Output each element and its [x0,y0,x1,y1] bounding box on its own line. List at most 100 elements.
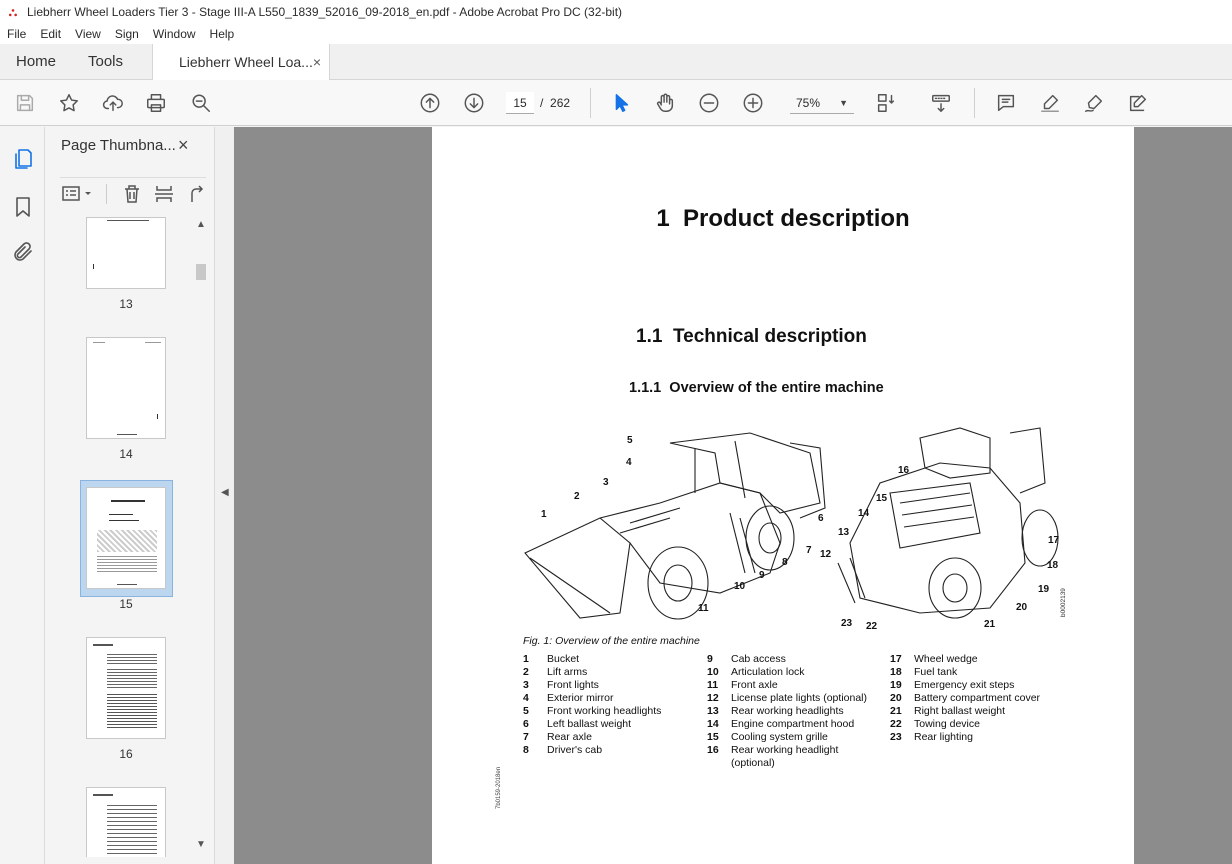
thumbnail-page-16[interactable] [86,637,166,739]
thumbnail-list: 13 14 15 16 [46,217,196,857]
scroll-up-icon[interactable]: ▲ [196,219,206,230]
close-panel-icon[interactable]: × [178,135,189,155]
heading-1-1: 1.1 Technical description [636,326,867,347]
menu-window[interactable]: Window [152,27,196,41]
scroll-mode-icon[interactable] [929,91,953,115]
callout-23: 23 [841,618,853,629]
legend-number: 13 [707,705,719,717]
tab-document-label: Liebherr Wheel Loa... [179,54,313,70]
legend-text: Wheel wedge [914,653,978,665]
callout-1: 1 [541,509,547,520]
zoom-select[interactable]: 75% ▼ [790,92,854,114]
attachment-icon[interactable] [11,240,35,264]
legend-text: Front working headlights [547,705,662,717]
bookmark-icon[interactable] [11,195,35,219]
callout-5: 5 [627,435,633,446]
print-icon[interactable] [144,91,168,115]
menu-bar: File Edit View Sign Window Help [0,24,1232,44]
zoom-out-icon[interactable] [697,91,721,115]
collapse-panel-icon[interactable]: ◀ [221,487,229,498]
document-viewport[interactable]: 1 Product description 1.1 Technical desc… [234,127,1232,864]
scroll-down-icon[interactable]: ▼ [196,839,206,850]
legend-number: 3 [523,679,529,691]
previous-page-icon[interactable] [418,91,442,115]
zoom-in-icon[interactable] [741,91,765,115]
callout-22: 22 [866,621,878,632]
legend-number: 2 [523,666,529,678]
next-page-icon[interactable] [462,91,486,115]
tab-tools[interactable]: Tools [88,53,124,70]
tab-document[interactable]: Liebherr Wheel Loa... × [152,44,330,81]
delete-page-icon[interactable] [122,184,142,204]
rotate-page-icon[interactable] [186,184,206,204]
legend-text: Cooling system grille [731,731,828,743]
page-count: 262 [550,96,571,110]
select-cursor-icon[interactable] [609,91,633,115]
toolbar-divider [590,88,591,118]
menu-help[interactable]: Help [209,27,235,41]
page-number-input[interactable]: 15 [506,92,534,114]
panel-splitter[interactable]: ◀ [214,127,234,864]
page-thumbnails-icon[interactable] [11,147,35,171]
hand-tool-icon[interactable] [653,91,677,115]
page-layout-icon[interactable] [874,91,898,115]
zoom-search-icon[interactable] [189,91,213,115]
panel-toolbar [60,177,206,205]
legend-text: Towing device [914,718,980,730]
chevron-down-icon: ▼ [839,98,848,108]
comment-icon[interactable] [994,91,1018,115]
legend-number: 1 [523,653,529,665]
star-icon[interactable] [57,91,81,115]
callout-14: 14 [858,508,870,519]
menu-file[interactable]: File [7,27,27,41]
callout-13: 13 [838,527,850,538]
highlight-pen-icon[interactable] [1038,91,1062,115]
legend-number: 9 [707,653,713,665]
figure-code: b0002139 [1060,588,1067,617]
title-bar: ⛬ Liebherr Wheel Loaders Tier 3 - Stage … [0,0,1232,24]
sign-pen-icon[interactable] [1082,91,1106,115]
legend-number: 18 [890,666,902,678]
figure-caption: Fig. 1: Overview of the entire machine [523,635,700,647]
options-menu-icon[interactable] [62,186,94,202]
fill-sign-icon[interactable] [1126,91,1150,115]
callout-2: 2 [574,491,580,502]
legend-number: 12 [707,692,719,704]
callout-7: 7 [806,545,812,556]
thumbnail-page-13[interactable] [86,217,166,289]
legend-number: 10 [707,666,719,678]
thumbnail-page-14[interactable] [86,337,166,439]
machine-overview-figure: 5 4 3 2 1 6 7 8 9 10 11 12 13 14 15 16 1… [524,427,1060,632]
page-separator: / [540,96,544,110]
legend-number: 16 [707,744,719,756]
save-icon[interactable] [13,91,37,115]
thumbnail-page-17[interactable] [86,787,166,857]
tab-bar: Home Tools Liebherr Wheel Loa... × [0,44,1232,81]
thumbnail-page-15[interactable] [86,487,166,589]
legend-number: 11 [707,679,719,691]
menu-view[interactable]: View [75,27,101,41]
menu-edit[interactable]: Edit [40,27,62,41]
legend-item: 9 Cab access [707,653,867,666]
toolbar: 15 / 262 75% ▼ [0,80,1232,126]
upload-cloud-icon[interactable] [101,91,125,115]
figure-callouts: 5 4 3 2 1 6 7 8 9 10 11 12 13 14 15 16 1… [541,435,1060,632]
extract-pages-icon[interactable] [154,184,174,204]
legend-text: Cab access [731,653,786,665]
tab-home[interactable]: Home [16,53,57,70]
thumbnail-scrollbar[interactable]: ▲ ▼ [194,219,208,859]
scroll-thumb[interactable] [196,264,206,280]
legend-number: 20 [890,692,902,704]
legend-text: Articulation lock [731,666,805,678]
menu-sign[interactable]: Sign [114,27,139,41]
close-tab-icon[interactable]: × [312,54,321,70]
toolbar-divider [974,88,975,118]
panel-divider [106,184,107,204]
zoom-value: 75% [796,96,821,110]
